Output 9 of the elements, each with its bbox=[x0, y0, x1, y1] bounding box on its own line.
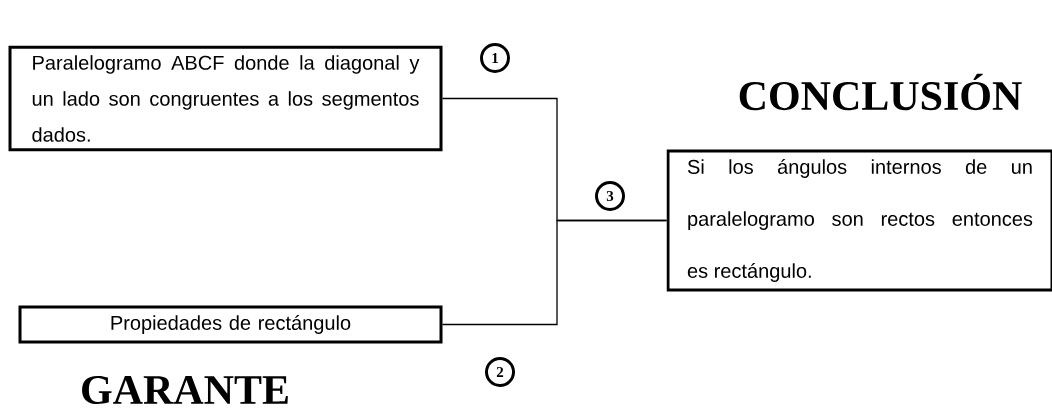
text-box: Propiedades de rectángulo bbox=[18, 305, 443, 344]
callout-number: 1 bbox=[480, 43, 510, 73]
text-box: Paralelogramo ABCF donde la diagonal y un lado son congruentes a los segmentos dados. bbox=[8, 45, 443, 152]
connector-line bbox=[441, 219, 668, 326]
callout-number: 3 bbox=[595, 181, 625, 211]
callout-number: 2 bbox=[485, 357, 515, 387]
heading: GARANTE bbox=[82, 375, 288, 405]
text-box: Si los ángulos internos de un paralelogramo son rectos entonces es rectángulo. bbox=[666, 149, 1052, 292]
heading: CONCLUSIÓN bbox=[739, 73, 1022, 111]
